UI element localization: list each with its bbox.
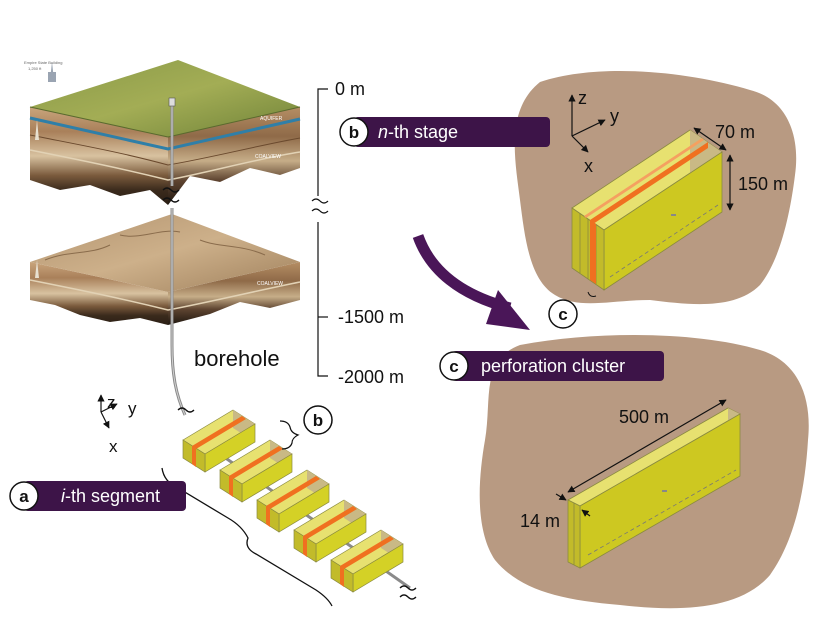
depth-label-1500: -1500 m — [338, 307, 404, 327]
building-height-label: 1,250 ft — [28, 66, 42, 71]
side-tower-marks — [35, 120, 39, 278]
cluster-tag-letter: c — [449, 357, 458, 376]
callout-c-tick — [587, 291, 597, 297]
zoom-arrow — [412, 234, 530, 330]
axes-right — [568, 94, 606, 153]
cluster-length-label: 500 m — [619, 407, 669, 427]
axis-x-left: x — [109, 437, 118, 456]
axis-y-left: y — [128, 399, 137, 418]
callout-c-letter: c — [558, 305, 567, 324]
stage-block-2 — [219, 439, 293, 503]
borehole-break-mark — [177, 407, 195, 413]
segment-stages — [182, 409, 411, 593]
callout-b: b — [303, 405, 333, 435]
svg-text:n-th stage: n-th stage — [378, 122, 458, 142]
svg-text:i-th segment: i-th segment — [61, 486, 160, 506]
callout-c: c — [548, 299, 578, 329]
break-marks — [162, 187, 180, 203]
stage-tag-suffix: -th stage — [388, 122, 458, 142]
stage-tag-prefix: n — [378, 122, 388, 142]
stage-block-4 — [293, 499, 367, 563]
stage-block-5 — [330, 529, 404, 593]
axis-y-right: y — [610, 106, 619, 126]
axis-z-left: z — [107, 393, 116, 412]
segment-tag-prefix: i — [61, 486, 66, 506]
stage-block — [571, 129, 723, 291]
axis-z-right: z — [578, 88, 587, 108]
building-label: Empire State Building — [24, 60, 62, 65]
callout-b-letter: b — [313, 411, 323, 430]
stage-block-3 — [256, 469, 330, 533]
stage-tag-letter: b — [349, 123, 359, 142]
cluster-tag: c perforation cluster — [439, 351, 664, 381]
stage-height-label: 150 m — [738, 174, 788, 194]
cluster-tag-text: perforation cluster — [481, 356, 625, 376]
borehole-label: borehole — [194, 346, 280, 371]
axes-left — [97, 394, 118, 429]
building-scale-reference: Empire State Building 1,250 ft — [24, 60, 62, 82]
coalview-label-top: COALVIEW — [255, 154, 281, 160]
axis-x-right: x — [584, 156, 593, 176]
lower-geology-block: COALVIEW — [29, 214, 301, 325]
stage-width-label: 70 m — [715, 122, 755, 142]
depth-label-0: 0 m — [335, 79, 365, 99]
borehole-path — [168, 97, 187, 416]
stage-dimension-lines — [693, 127, 734, 211]
stage-brace — [279, 420, 300, 450]
upper-geology-block: AQUIFER COALVIEW — [29, 60, 301, 205]
depth-scale — [311, 88, 329, 377]
segment-end-break-mark — [399, 585, 417, 600]
stage-tag: b n-th stage — [339, 117, 550, 147]
cluster-dimension-lines — [555, 399, 727, 517]
segment-tag-letter: a — [19, 487, 29, 506]
segment-tag: a i-th segment — [9, 481, 186, 511]
depth-label-2000: -2000 m — [338, 367, 404, 387]
segment-tag-suffix: -th segment — [65, 486, 160, 506]
cluster-thickness-label: 14 m — [520, 511, 560, 531]
stage-block-1 — [182, 409, 256, 473]
aquifer-label: AQUIFER — [260, 116, 283, 122]
coalview-label-bottom: COALVIEW — [257, 281, 283, 287]
